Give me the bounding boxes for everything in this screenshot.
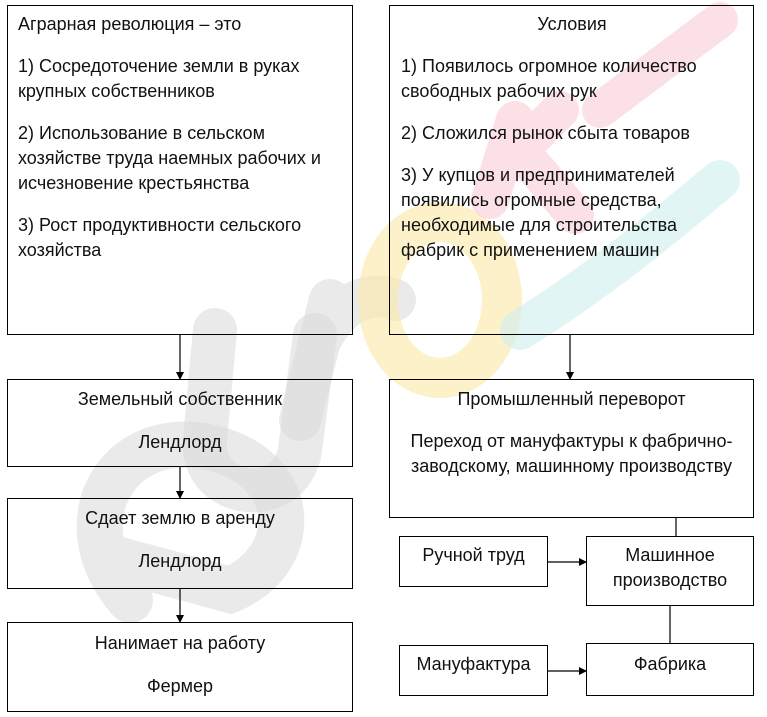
manufactory-box: Мануфактура (399, 645, 548, 696)
conditions-item-1: 1) Появилось огромное количество свободн… (401, 56, 697, 101)
conditions-item-2: 2) Сложился рынок сбыта товаров (401, 123, 690, 143)
factory-label: Фабрика (633, 654, 707, 674)
watermark-letter-o (358, 202, 522, 398)
watermark-letter-i (500, 2, 740, 350)
agrarian-item-3: 3) Рост продуктивности сельского хозяйст… (18, 215, 302, 260)
hire-title: Нанимает на работу (94, 633, 266, 653)
manufactory-label: Мануфактура (416, 654, 531, 674)
landowner-box: Земельный собственник Лендлорд (7, 379, 353, 467)
conditions-item-3: 3) У купцов и предпринимателей появились… (401, 165, 677, 260)
agrarian-revolution-box: Аграрная революция – это 1) Сосредоточен… (7, 5, 353, 335)
industrial-revolution-box: Промышленный переворот Переход от мануфа… (389, 379, 754, 518)
manual-labor-box: Ручной труд (399, 536, 548, 587)
agrarian-item-1: 1) Сосредоточение земли в руках крупных … (18, 56, 300, 101)
conditions-title: Условия (537, 14, 607, 34)
agrarian-title: Аграрная революция – это (18, 14, 242, 34)
agrarian-item-2: 2) Использование в сельском хозяйстве тр… (18, 123, 321, 193)
manual-labor-label: Ручной труд (422, 545, 525, 565)
watermark-letter-u (182, 308, 337, 513)
machine-production-box: Машинное производство (586, 536, 754, 606)
rent-subtitle: Лендлорд (138, 551, 222, 571)
watermark-letter-k (471, 91, 594, 234)
landowner-subtitle: Лендлорд (138, 432, 222, 452)
industrial-title: Промышленный переворот (457, 389, 686, 409)
industrial-description: Переход от мануфактуры к фабрично-заводс… (410, 431, 733, 476)
conditions-box: Условия 1) Появилось огромное количество… (389, 5, 754, 335)
rent-title: Сдает землю в аренду (85, 508, 275, 528)
hire-box: Нанимает на работу Фермер (7, 622, 353, 712)
machine-production-label: Машинное производство (612, 545, 728, 590)
landowner-title: Земельный собственник (77, 389, 283, 409)
rent-box: Сдает землю в аренду Лендлорд (7, 498, 353, 589)
factory-box: Фабрика (586, 643, 754, 696)
hire-subtitle: Фермер (146, 676, 214, 696)
